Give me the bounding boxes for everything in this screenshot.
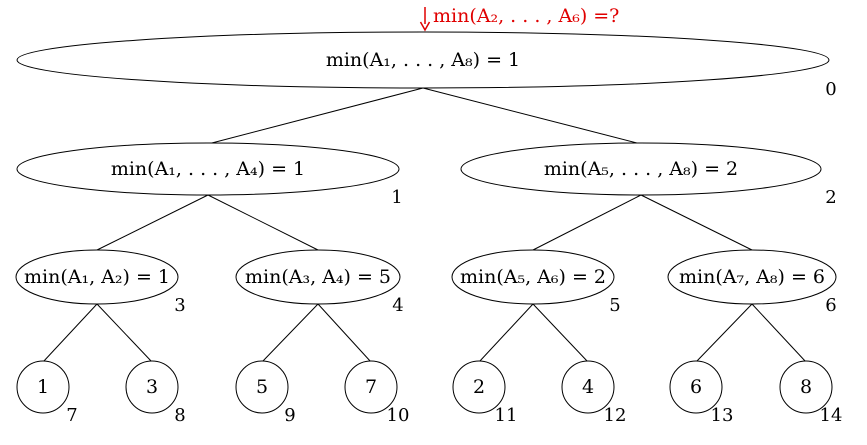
edge-3-8 xyxy=(96,303,153,363)
edge-4-10 xyxy=(317,303,372,363)
tree-leaf-14: 8 14 xyxy=(779,360,843,426)
tree-edges xyxy=(42,87,807,363)
tree-node-4: min(A₃, A₄) = 5 4 xyxy=(235,249,404,316)
edge-3-7 xyxy=(42,303,98,363)
node-ellipse xyxy=(15,249,179,305)
node-ellipse xyxy=(16,142,400,196)
edge-2-5 xyxy=(532,194,642,251)
node-index: 6 xyxy=(825,295,836,316)
node-index: 9 xyxy=(284,405,295,426)
node-index: 1 xyxy=(391,187,402,208)
edge-5-11 xyxy=(478,303,534,363)
tree-node-3: min(A₁, A₂) = 1 3 xyxy=(15,249,186,316)
leaf-value: 3 xyxy=(146,376,158,398)
tree-node-0: min(A₁, . . . , A₈) = 1 0 xyxy=(16,31,837,100)
tree-leaf-8: 3 8 xyxy=(125,360,186,426)
leaf-circle xyxy=(235,360,289,414)
leaf-value: 6 xyxy=(690,376,702,398)
node-ellipse xyxy=(451,249,615,305)
leaf-value: 5 xyxy=(256,376,268,398)
leaf-circle xyxy=(561,360,615,414)
edge-2-6 xyxy=(640,194,753,251)
tree-leaf-9: 5 9 xyxy=(235,360,296,426)
node-label: min(A₅, A₆) = 2 xyxy=(460,266,606,288)
tree-leaf-12: 4 12 xyxy=(561,360,627,426)
edge-6-13 xyxy=(695,303,753,363)
node-label: min(A₅, . . . , A₈) = 2 xyxy=(544,158,738,180)
node-index: 11 xyxy=(495,405,518,426)
node-label: min(A₃, A₄) = 5 xyxy=(245,266,391,288)
tree-leaf-10: 7 10 xyxy=(344,360,410,426)
tree-node-6: min(A₇, A₈) = 6 6 xyxy=(667,249,837,316)
edge-0-2 xyxy=(422,87,642,145)
leaf-circle xyxy=(669,360,723,414)
leaf-circle xyxy=(344,360,398,414)
node-index: 0 xyxy=(825,79,836,100)
query-arrow-icon xyxy=(419,21,431,32)
tree-node-1: min(A₁, . . . , A₄) = 1 1 xyxy=(16,142,403,208)
query-text: min(A₂, . . . , A₆) =? xyxy=(433,5,619,27)
leaf-value: 1 xyxy=(37,376,49,398)
node-index: 2 xyxy=(825,187,836,208)
node-ellipse xyxy=(667,249,837,305)
node-label: min(A₇, A₈) = 6 xyxy=(679,266,825,288)
leaf-circle xyxy=(779,360,833,414)
tree-node-2: min(A₅, . . . , A₈) = 2 2 xyxy=(460,142,837,208)
node-label: min(A₁, . . . , A₄) = 1 xyxy=(111,158,305,180)
node-ellipse xyxy=(235,249,401,305)
tree-leaf-13: 6 13 xyxy=(669,360,734,426)
leaf-value: 4 xyxy=(582,376,594,398)
leaf-value: 2 xyxy=(473,376,485,398)
node-index: 4 xyxy=(392,295,403,316)
leaf-circle xyxy=(125,360,179,414)
node-index: 7 xyxy=(66,405,77,426)
edge-1-3 xyxy=(96,194,209,251)
node-index: 8 xyxy=(174,405,185,426)
leaf-value: 7 xyxy=(365,376,377,398)
edge-6-14 xyxy=(751,303,807,363)
edge-0-1 xyxy=(207,87,424,145)
leaf-circle xyxy=(16,360,70,414)
node-index: 3 xyxy=(174,295,185,316)
node-label: min(A₁, . . . , A₈) = 1 xyxy=(326,49,520,71)
tree-leaf-11: 2 11 xyxy=(452,360,518,426)
node-ellipse xyxy=(460,142,822,196)
node-index: 10 xyxy=(387,405,410,426)
node-index: 5 xyxy=(609,295,620,316)
node-ellipse xyxy=(16,31,830,89)
leaf-circle xyxy=(452,360,506,414)
tree-node-5: min(A₅, A₆) = 2 5 xyxy=(451,249,621,316)
tree-leaf-7: 1 7 xyxy=(16,360,78,426)
node-index: 13 xyxy=(711,405,734,426)
node-label: min(A₁, A₂) = 1 xyxy=(24,266,170,288)
edge-4-9 xyxy=(261,303,319,363)
edge-1-4 xyxy=(207,194,319,251)
node-index: 14 xyxy=(820,405,843,426)
node-index: 12 xyxy=(604,405,627,426)
query-annotation: min(A₂, . . . , A₆) =? xyxy=(419,5,619,32)
leaf-value: 8 xyxy=(800,376,812,398)
edge-5-12 xyxy=(532,303,589,363)
